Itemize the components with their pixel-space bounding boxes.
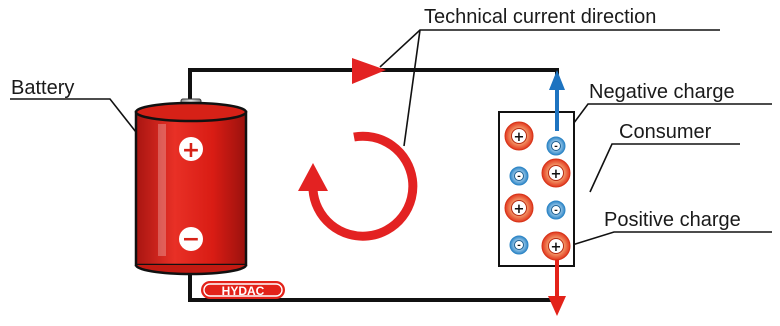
- label-negative-charge: Negative charge: [589, 81, 735, 103]
- positive-charge: +: [541, 231, 571, 261]
- positive-charge-symbol: +: [514, 130, 525, 145]
- negative-charge: -: [509, 166, 529, 186]
- battery-bottom-rim: [134, 264, 248, 276]
- consumer: + - - + + - -: [498, 111, 575, 267]
- battery-plus-symbol: +: [182, 138, 200, 163]
- leader-line-current-circle: [403, 29, 421, 147]
- negative-charge: -: [509, 235, 529, 255]
- label-consumer: Consumer: [619, 121, 712, 143]
- leader-line-positive-charge: [555, 231, 772, 251]
- battery: + −: [134, 98, 248, 276]
- positive-charge-symbol: +: [551, 167, 562, 182]
- label-battery: Battery: [11, 77, 74, 99]
- negative-charge-symbol: -: [554, 142, 558, 152]
- hydac-logo: HYDAC: [201, 281, 285, 299]
- leader-lines: [10, 29, 772, 251]
- negative-charge: -: [546, 136, 566, 156]
- top-wire: [188, 68, 559, 112]
- negative-charge-symbol: -: [517, 241, 521, 251]
- hydac-logo-text: HYDAC: [222, 284, 265, 298]
- current-circle-arrow: [298, 131, 418, 241]
- positive-charge: +: [504, 193, 534, 223]
- positive-charge-symbol: +: [551, 240, 562, 255]
- negative-charge-symbol: -: [554, 206, 558, 216]
- positive-charge: +: [504, 121, 534, 151]
- battery-top: [134, 101, 248, 123]
- negative-outflow-arrow: [549, 70, 565, 131]
- leader-line-consumer: [589, 143, 740, 193]
- label-technical-current-direction: Technical current direction: [424, 6, 656, 28]
- battery-highlight: [158, 124, 166, 256]
- label-positive-charge: Positive charge: [604, 209, 741, 231]
- battery-plus-terminal: [179, 137, 203, 161]
- current-direction-arrowhead: [352, 58, 386, 84]
- negative-charge: -: [546, 200, 566, 220]
- battery-minus-terminal: [179, 227, 203, 251]
- current-circle-arrowhead: [298, 163, 328, 191]
- leader-line-current-direction: [379, 29, 720, 68]
- negative-charge-symbol: -: [517, 172, 521, 182]
- positive-outflow-arrow: [548, 260, 566, 316]
- positive-charge-symbol: +: [514, 202, 525, 217]
- battery-minus-symbol: −: [182, 227, 200, 252]
- positive-charge: +: [541, 158, 571, 188]
- leader-line-battery: [10, 98, 144, 142]
